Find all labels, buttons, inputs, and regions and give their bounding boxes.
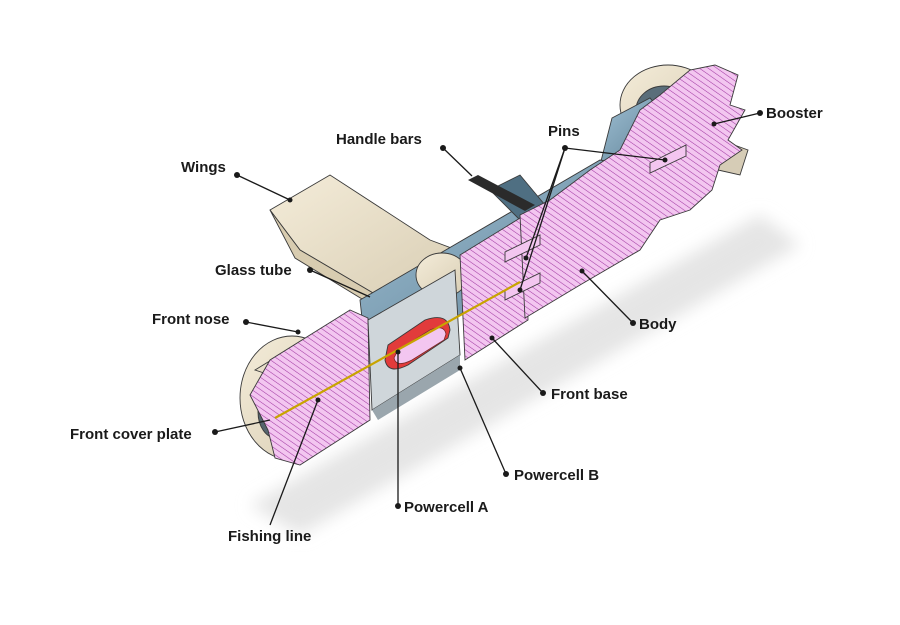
ground-shadow <box>250 215 800 535</box>
label-handle-bars: Handle bars <box>336 131 422 148</box>
section-body <box>249 309 371 466</box>
label-fishing-line: Fishing line <box>228 528 311 545</box>
label-pins: Pins <box>548 123 580 140</box>
label-front-cover-plate: Front cover plate <box>70 426 192 443</box>
leaders <box>212 110 763 526</box>
label-powercell-b: Powercell B <box>514 467 599 484</box>
section-main-body <box>519 64 746 319</box>
label-front-nose: Front nose <box>152 311 230 328</box>
label-powercell-a: Powercell A <box>404 499 489 516</box>
label-booster: Booster <box>766 105 823 122</box>
label-glass-tube: Glass tube <box>215 262 292 279</box>
label-wings: Wings <box>181 159 226 176</box>
label-body: Body <box>639 316 677 333</box>
label-front-base: Front base <box>551 386 628 403</box>
